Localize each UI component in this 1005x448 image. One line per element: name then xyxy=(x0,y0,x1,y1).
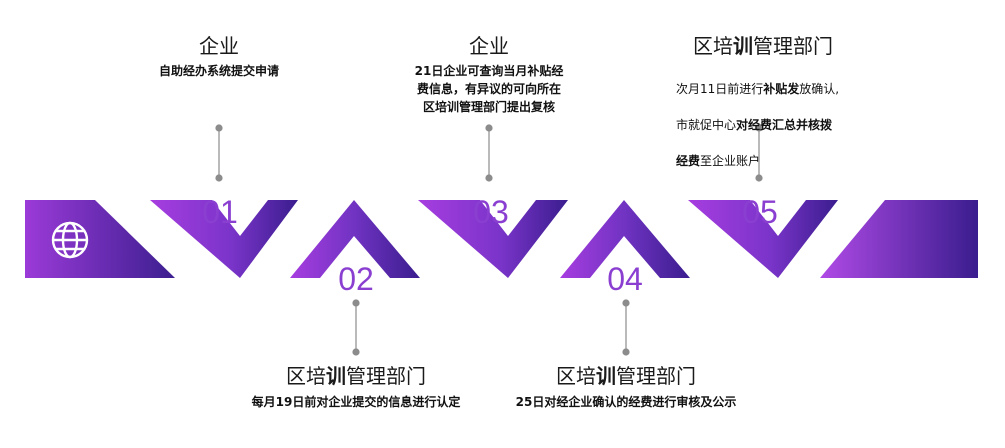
step-02-desc: 每月19日前对企业提交的信息进行认定 xyxy=(251,395,461,409)
step-02-title: 区培训管理部门 xyxy=(281,364,431,388)
step-02-title-part-c: 管理部门 xyxy=(346,364,426,388)
step-04-title-part-c: 管理部门 xyxy=(616,364,696,388)
connector-05 xyxy=(755,124,763,182)
step-05-number: 05 xyxy=(742,194,778,230)
step-01-number: 01 xyxy=(202,194,238,230)
step-05-desc: 次月11日前进行补贴发放确认, 市就促中心对经费汇总并核拨 经费至企业账户 xyxy=(676,62,876,188)
step-05-chevron xyxy=(688,200,838,278)
step-05-desc-line1-a: 次月11日前进行 xyxy=(676,82,764,96)
step-04-title: 区培训管理部门 xyxy=(551,364,701,388)
connector-04 xyxy=(622,299,630,356)
connector-01 xyxy=(215,124,223,182)
step-05-desc-line1-b: 补贴发 xyxy=(763,82,800,96)
step-05-title: 区培训管理部门 xyxy=(688,34,838,58)
step-02-chevron xyxy=(290,200,420,278)
step-04-chevron xyxy=(560,200,690,278)
step-04-desc: 25日对经企业确认的经费进行审核及公示 xyxy=(515,395,737,409)
step-05-desc-line2-a: 市就促中心 xyxy=(676,118,737,132)
step-03-title: 企业 xyxy=(469,34,509,58)
step-01-title: 企业 xyxy=(199,34,239,58)
connector-02 xyxy=(352,299,360,356)
step-05-desc-line3-b: 至企业账户 xyxy=(700,154,761,168)
step-05-title-part-c: 管理部门 xyxy=(753,34,833,58)
step-03-desc: 21日企业可查询当月补贴经 费信息，有异议的可向所在 区培训管理部门提出复核 xyxy=(414,64,564,114)
step-04-title-part-a: 区培 xyxy=(556,364,596,388)
step-05-desc-line1-c: 放确认, xyxy=(799,82,840,96)
step-04-title-part-b: 训 xyxy=(596,364,616,388)
step-03-chevron xyxy=(418,200,568,278)
step-01-chevron xyxy=(150,200,298,278)
connector-03 xyxy=(485,124,493,182)
step-02-title-part-b: 训 xyxy=(326,364,346,388)
step-02-title-part-a: 区培 xyxy=(286,364,326,388)
step-05-title-part-b: 训 xyxy=(733,34,753,58)
start-arrow-shape xyxy=(25,200,175,278)
step-05-title-part-a: 区培 xyxy=(693,34,733,58)
step-03-number: 03 xyxy=(473,194,509,230)
globe-icon xyxy=(51,221,89,259)
step-04-number: 04 xyxy=(607,261,643,297)
step-05-desc-line3-a: 经费 xyxy=(676,154,701,168)
step-02-number: 02 xyxy=(338,261,374,297)
end-arrow-shape xyxy=(820,200,978,278)
step-01-desc: 自助经办系统提交申请 xyxy=(158,64,279,78)
step-05-desc-line2-b: 对经费汇总并核拨 xyxy=(736,118,833,132)
